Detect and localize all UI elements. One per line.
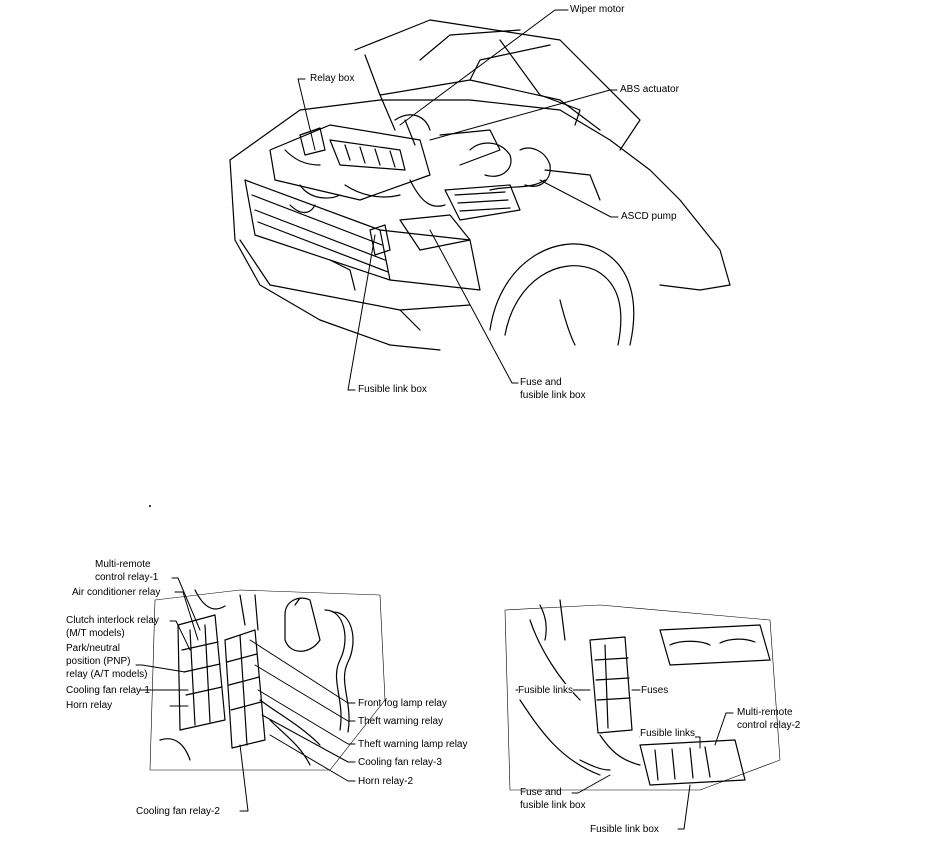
label-clutch-interlock-relay: Clutch interlock relay (M/T models) bbox=[66, 615, 159, 639]
stray-dot bbox=[149, 505, 151, 507]
relay-box-illustration bbox=[149, 589, 386, 771]
label-cooling-fan-relay-2: Cooling fan relay-2 bbox=[136, 806, 220, 817]
label-wiper-motor: Wiper motor bbox=[570, 4, 625, 15]
label-fuses: Fuses bbox=[641, 684, 669, 697]
label-theft-warning-lamp-relay: Theft warning lamp relay bbox=[358, 739, 468, 750]
label-fusible-links-right: Fusible links bbox=[640, 727, 696, 740]
label-cooling-fan-relay-1: Cooling fan relay-1 bbox=[66, 685, 150, 696]
label-multi-remote-relay-2: Multi-remote control relay-2 bbox=[737, 707, 801, 731]
label-cooling-fan-relay-3: Cooling fan relay-3 bbox=[358, 757, 442, 768]
label-multi-remote-relay-1: Multi-remote control relay-1 bbox=[95, 559, 159, 583]
label-horn-relay-2: Horn relay-2 bbox=[358, 776, 414, 787]
label-abs-actuator: ABS actuator bbox=[620, 84, 679, 95]
label-fuse-and-fusible-link-box-top: Fuse and fusible link box bbox=[520, 377, 586, 401]
label-ascd-pump: ASCD pump bbox=[621, 211, 677, 222]
label-fusible-link-box-top: Fusible link box bbox=[358, 384, 427, 395]
relay-leader-lines bbox=[135, 577, 356, 812]
label-relay-box: Relay box bbox=[310, 73, 355, 84]
label-theft-warning-relay: Theft warning relay bbox=[358, 716, 444, 727]
top-leader-lines bbox=[297, 9, 619, 391]
car-hood-illustration bbox=[229, 19, 731, 351]
label-fusible-link-box-bottom: Fusible link box bbox=[590, 824, 659, 835]
label-horn-relay: Horn relay bbox=[66, 700, 113, 711]
label-pnp-relay: Park/neutral position (PNP) relay (A/T m… bbox=[66, 643, 148, 680]
label-fusible-links-left: Fusible links bbox=[518, 684, 574, 697]
fuse-box-illustration bbox=[504, 599, 781, 791]
label-air-conditioner-relay: Air conditioner relay bbox=[72, 587, 161, 598]
label-front-fog-lamp-relay: Front fog lamp relay bbox=[358, 698, 447, 709]
label-fuse-and-fusible-link-box-bottom: Fuse and fusible link box bbox=[520, 787, 586, 811]
